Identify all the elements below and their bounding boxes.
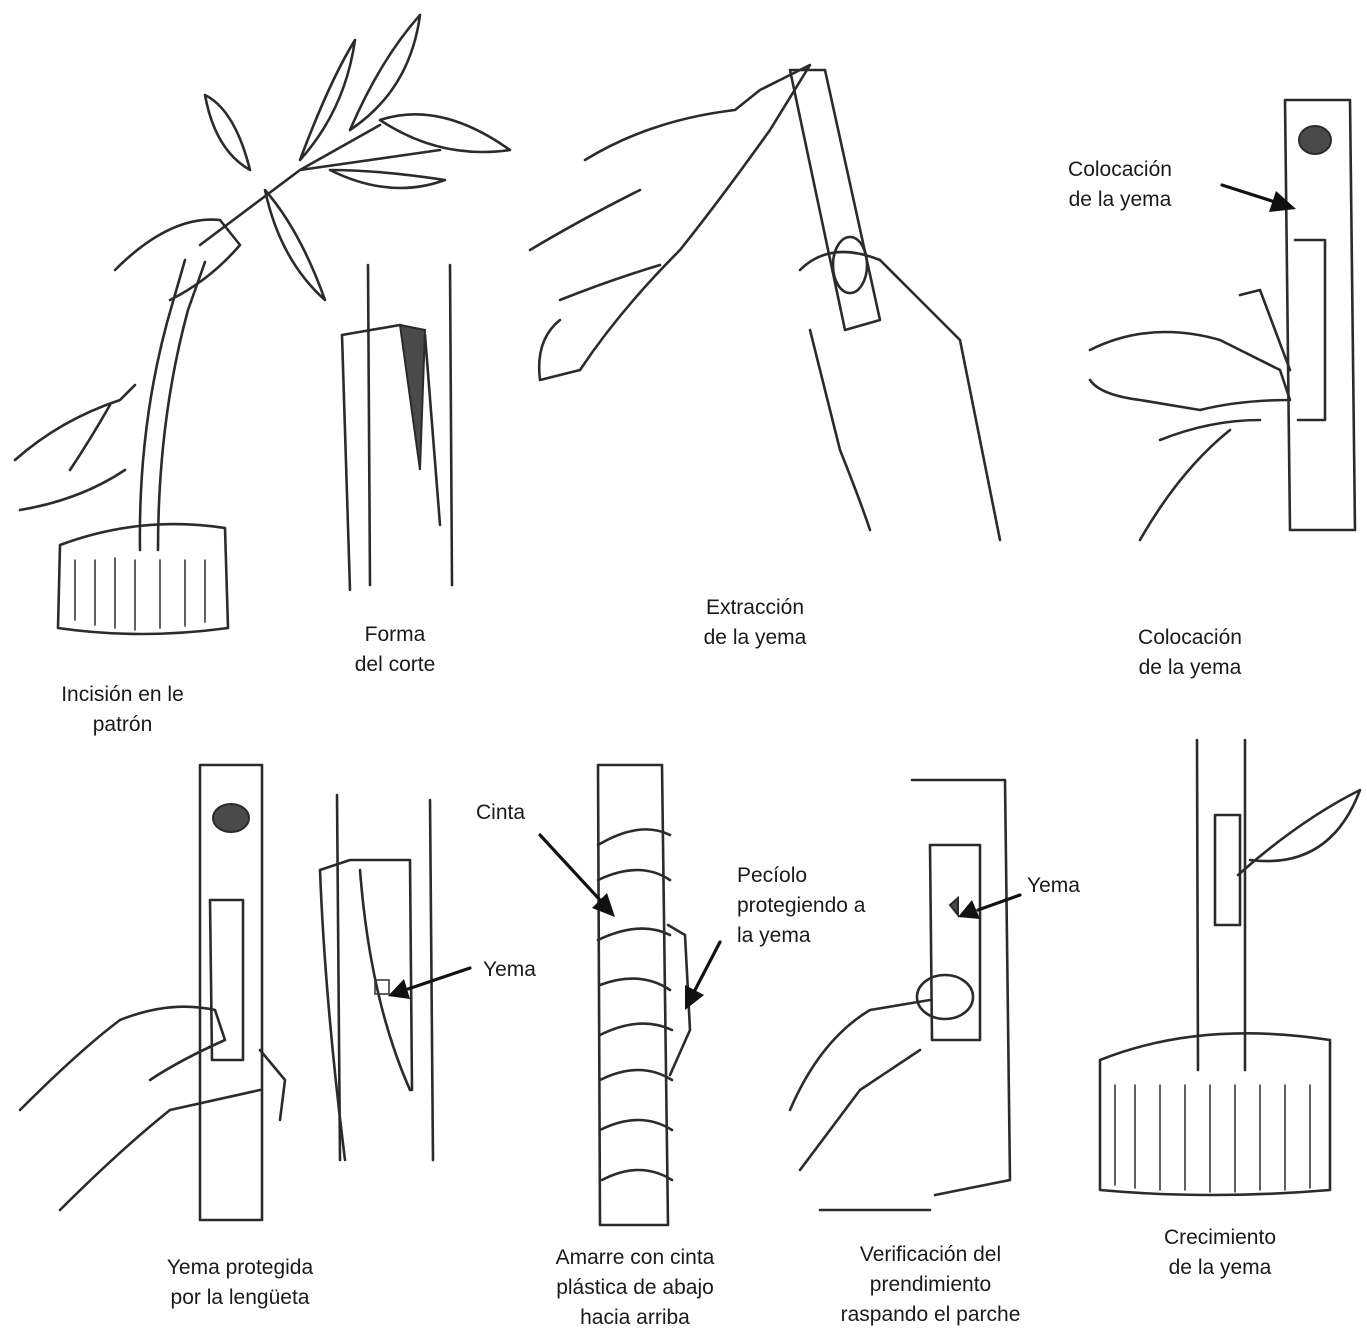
rootstock-stem	[140, 260, 205, 550]
panel-extraccion-drawing	[530, 65, 1000, 540]
label-yema-cut: Yema	[483, 955, 536, 985]
rootstock-pot	[58, 524, 228, 634]
caption-protegida: Yema protegida por la lengüeta	[140, 1253, 340, 1313]
panel-protegida-drawing	[20, 765, 285, 1220]
scion-leaves	[200, 15, 510, 300]
caption-crecimiento: Crecimiento de la yema	[1130, 1223, 1310, 1283]
arrow-yema-verificacion	[958, 895, 1020, 919]
panel-forma-drawing	[342, 265, 452, 590]
panel-verificacion-drawing	[790, 780, 1010, 1210]
panel-incision-drawing	[15, 15, 510, 634]
panel-crecimiento-drawing	[1100, 740, 1360, 1195]
label-colocacion-arrow: Colocación de la yema	[1050, 155, 1190, 215]
hand-left	[15, 220, 240, 510]
label-peciolo: Pecíolo protegiendo a la yema	[737, 861, 865, 951]
caption-forma: Forma del corte	[320, 620, 470, 680]
arrow-yema-cut	[388, 968, 470, 999]
arrow-peciolo	[685, 942, 720, 1010]
arrow-cinta	[540, 835, 615, 917]
caption-colocacion: Colocación de la yema	[1100, 623, 1280, 683]
caption-verificacion: Verificación del prendimiento raspando e…	[818, 1240, 1043, 1330]
caption-amarre: Amarre con cinta plástica de abajo hacia…	[530, 1243, 740, 1333]
label-yema-verificacion: Yema	[1027, 871, 1080, 901]
caption-extraccion: Extracción de la yema	[670, 593, 840, 653]
panel-amarre-drawing	[598, 765, 690, 1225]
caption-incision: Incisión en le patrón	[30, 680, 215, 740]
label-cinta: Cinta	[476, 798, 525, 828]
panel-yema-cut-drawing	[320, 795, 433, 1160]
